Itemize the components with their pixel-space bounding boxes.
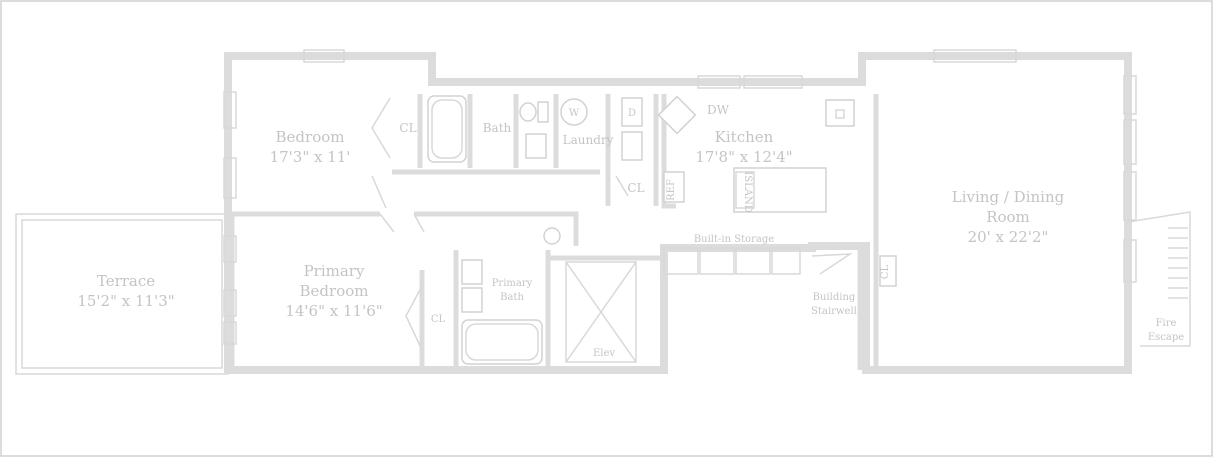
primary-bedroom-size: 14'6" x 11'6" [285, 302, 382, 320]
vanity-sink-2 [461, 287, 483, 313]
bedroom-name: Bedroom [276, 128, 345, 146]
fire-escape-outline [1127, 211, 1191, 347]
laundry-label: Laundry [563, 133, 614, 147]
exterior-wall [224, 52, 1132, 374]
kitchen-island [733, 167, 827, 213]
living-name-line1: Living / Dining [952, 188, 1065, 206]
kitchen-size: 17'8" x 12'4" [695, 148, 792, 166]
fire-escape-line2: Escape [1148, 332, 1184, 343]
stairwell-line1: Building [813, 292, 856, 303]
interior-walls [229, 94, 879, 370]
vanity-sink-1 [461, 259, 483, 285]
living-closet-label: CL [880, 264, 891, 279]
elevator-label: Elev [593, 348, 615, 359]
kitchen-name: Kitchen [715, 128, 774, 146]
primary-bath-line2: Bath [500, 292, 524, 303]
primary-bedroom-name-line2: Bedroom [300, 282, 369, 300]
dishwasher-label: DW [707, 103, 730, 117]
washer [560, 98, 588, 126]
doors [371, 97, 853, 351]
bath-sink [525, 133, 547, 159]
windows [223, 49, 1137, 345]
built-in-storage-label: Built-in Storage [694, 234, 774, 245]
kitchen-sink [657, 95, 697, 135]
primary-bathtub [461, 319, 543, 365]
washer-label: W [569, 108, 580, 119]
closet-box [879, 255, 897, 287]
living-name-line2: Room [986, 208, 1030, 226]
fridge-label: REF [666, 179, 677, 201]
primary-closet-label: CL [431, 314, 446, 325]
fire-escape-line1: Fire [1156, 318, 1177, 329]
terrace-size: 15'2" x 11'3" [77, 292, 174, 310]
bathtub [427, 95, 467, 163]
range [825, 99, 855, 127]
living-size: 20' x 22'2" [968, 228, 1049, 246]
elevator-shaft [565, 261, 637, 363]
kitchen-closet-label: CL [627, 181, 644, 195]
bath-label: Bath [483, 121, 512, 135]
primary-bath-line1: Primary [492, 278, 533, 289]
dryer-label: D [628, 108, 636, 119]
refrigerator [663, 171, 685, 203]
primary-bedroom-name-line1: Primary [304, 262, 365, 280]
bedroom-closet-label: CL [399, 121, 416, 135]
stairwell-line2: Stairwell [811, 306, 857, 317]
bedroom-size: 17'3" x 11' [270, 148, 351, 166]
toilet [519, 102, 537, 122]
primary-toilet [543, 227, 561, 245]
island-label: ISLAND [742, 171, 753, 212]
terrace-name: Terrace [97, 272, 155, 290]
built-in-storage-boxes [663, 247, 801, 275]
